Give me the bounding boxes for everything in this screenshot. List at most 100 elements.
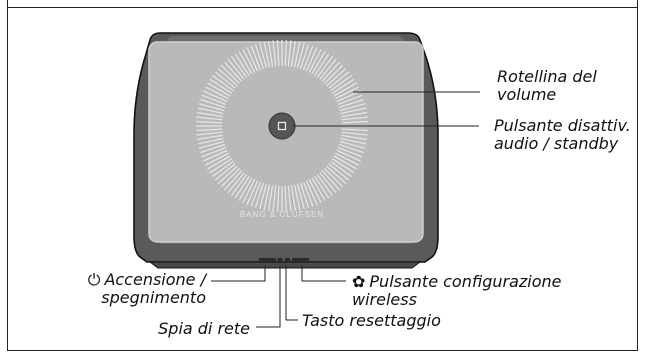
dial-tick [331,158,355,174]
dial-tick [220,167,241,188]
dial-tick [263,41,271,68]
dial-tick [196,120,223,124]
dial-tick [205,86,229,100]
dial-tick [276,185,280,212]
dial-tick [242,49,256,73]
dial-tick [323,64,344,85]
dial-tick [267,40,274,67]
dial-tick [259,183,268,210]
callout-reset [285,265,298,321]
dial-tick [323,167,344,188]
dial-tick [341,134,368,141]
dial-tick [328,71,350,89]
brand-logo: BANG & OLUFSEN [240,210,324,219]
dial-tick [305,47,318,72]
network-light [277,258,283,263]
dial-tick [203,149,228,162]
dial-tick [223,170,243,191]
callout-power [211,265,266,282]
dial-tick [341,131,368,136]
dial-tick [238,51,253,75]
dial-tick [296,183,305,210]
dial-tick [201,146,227,158]
callout-lines [211,91,480,328]
dial-tick [250,45,262,71]
dial-tick [308,49,322,73]
dial-tick [272,40,277,67]
dial-tick [339,140,366,149]
dial-tick [333,155,357,170]
dial-tick [293,184,301,211]
dial-tick [341,111,368,118]
dial-tick [321,170,341,191]
dial-tick [340,107,367,115]
dial-tick [223,61,243,82]
dial-tick [311,51,326,75]
dial-tick [338,98,364,109]
reset-button[interactable] [285,258,290,263]
dial-tick [209,158,233,174]
dial-tick [330,160,352,178]
dial-tick [316,174,334,196]
dial-tick [242,179,256,203]
dial-tick [302,45,314,71]
dial-tick [284,40,288,67]
dial-tick [335,86,359,100]
wireless-setup-button[interactable] [292,258,309,263]
outer-frame [7,7,638,351]
dial-tick [196,134,223,141]
label-volume-wheel: Rotellina del volume [497,67,597,104]
dial-tick [272,185,277,212]
dial-tick [198,140,225,149]
dial-tick [263,184,271,211]
dial-tick [212,160,234,178]
dial-tick [302,181,314,207]
dial-tick [290,185,297,212]
dial-tick [319,58,337,80]
dial-tick [314,175,330,199]
dial-tick [238,177,253,201]
dial-tick [207,155,231,170]
dial-tick [305,180,318,205]
dial-tick [259,42,268,69]
power-icon: ⏻ [87,270,101,289]
dial-tick [338,143,364,154]
dial-tick [214,163,236,181]
dial-tick [299,182,310,208]
dial-tick [198,103,225,112]
dial-tick [326,165,347,185]
dial-tick [287,40,292,67]
dial-tick [341,120,368,124]
power-button[interactable] [259,258,276,263]
dial-tick [290,40,297,67]
volume-wheel[interactable] [196,40,368,212]
dial-tick [330,74,352,92]
label-mute-standby: Pulsante disattiv. audio / standby [494,116,631,153]
dial-tick [246,180,259,205]
dial-tick [336,90,361,103]
dial-tick [293,41,301,68]
bottom-buttons [259,258,309,263]
dial-tick [321,61,341,82]
mute-standby-button[interactable] [268,112,296,140]
dial-tick [196,131,223,136]
dial-tick [340,137,367,145]
dial-tick [341,128,368,132]
dial-tick [296,42,305,69]
dial-tick [287,185,292,212]
stop-square-icon [277,121,287,131]
dial-tick [254,182,265,208]
dial-tick [299,44,310,70]
dial-tick [234,175,250,199]
label-network-light: Spia di rete [158,319,250,338]
dial-tick [284,185,288,212]
dial-tick [276,40,280,67]
dial-tick [331,78,355,94]
dial-tick [227,172,245,194]
dial-tick [200,98,226,109]
dial-tick [246,47,259,72]
dial-tick [319,172,337,194]
label-power: ⏻Accensione / spegnimento [87,270,206,307]
dial-tick [205,152,229,166]
